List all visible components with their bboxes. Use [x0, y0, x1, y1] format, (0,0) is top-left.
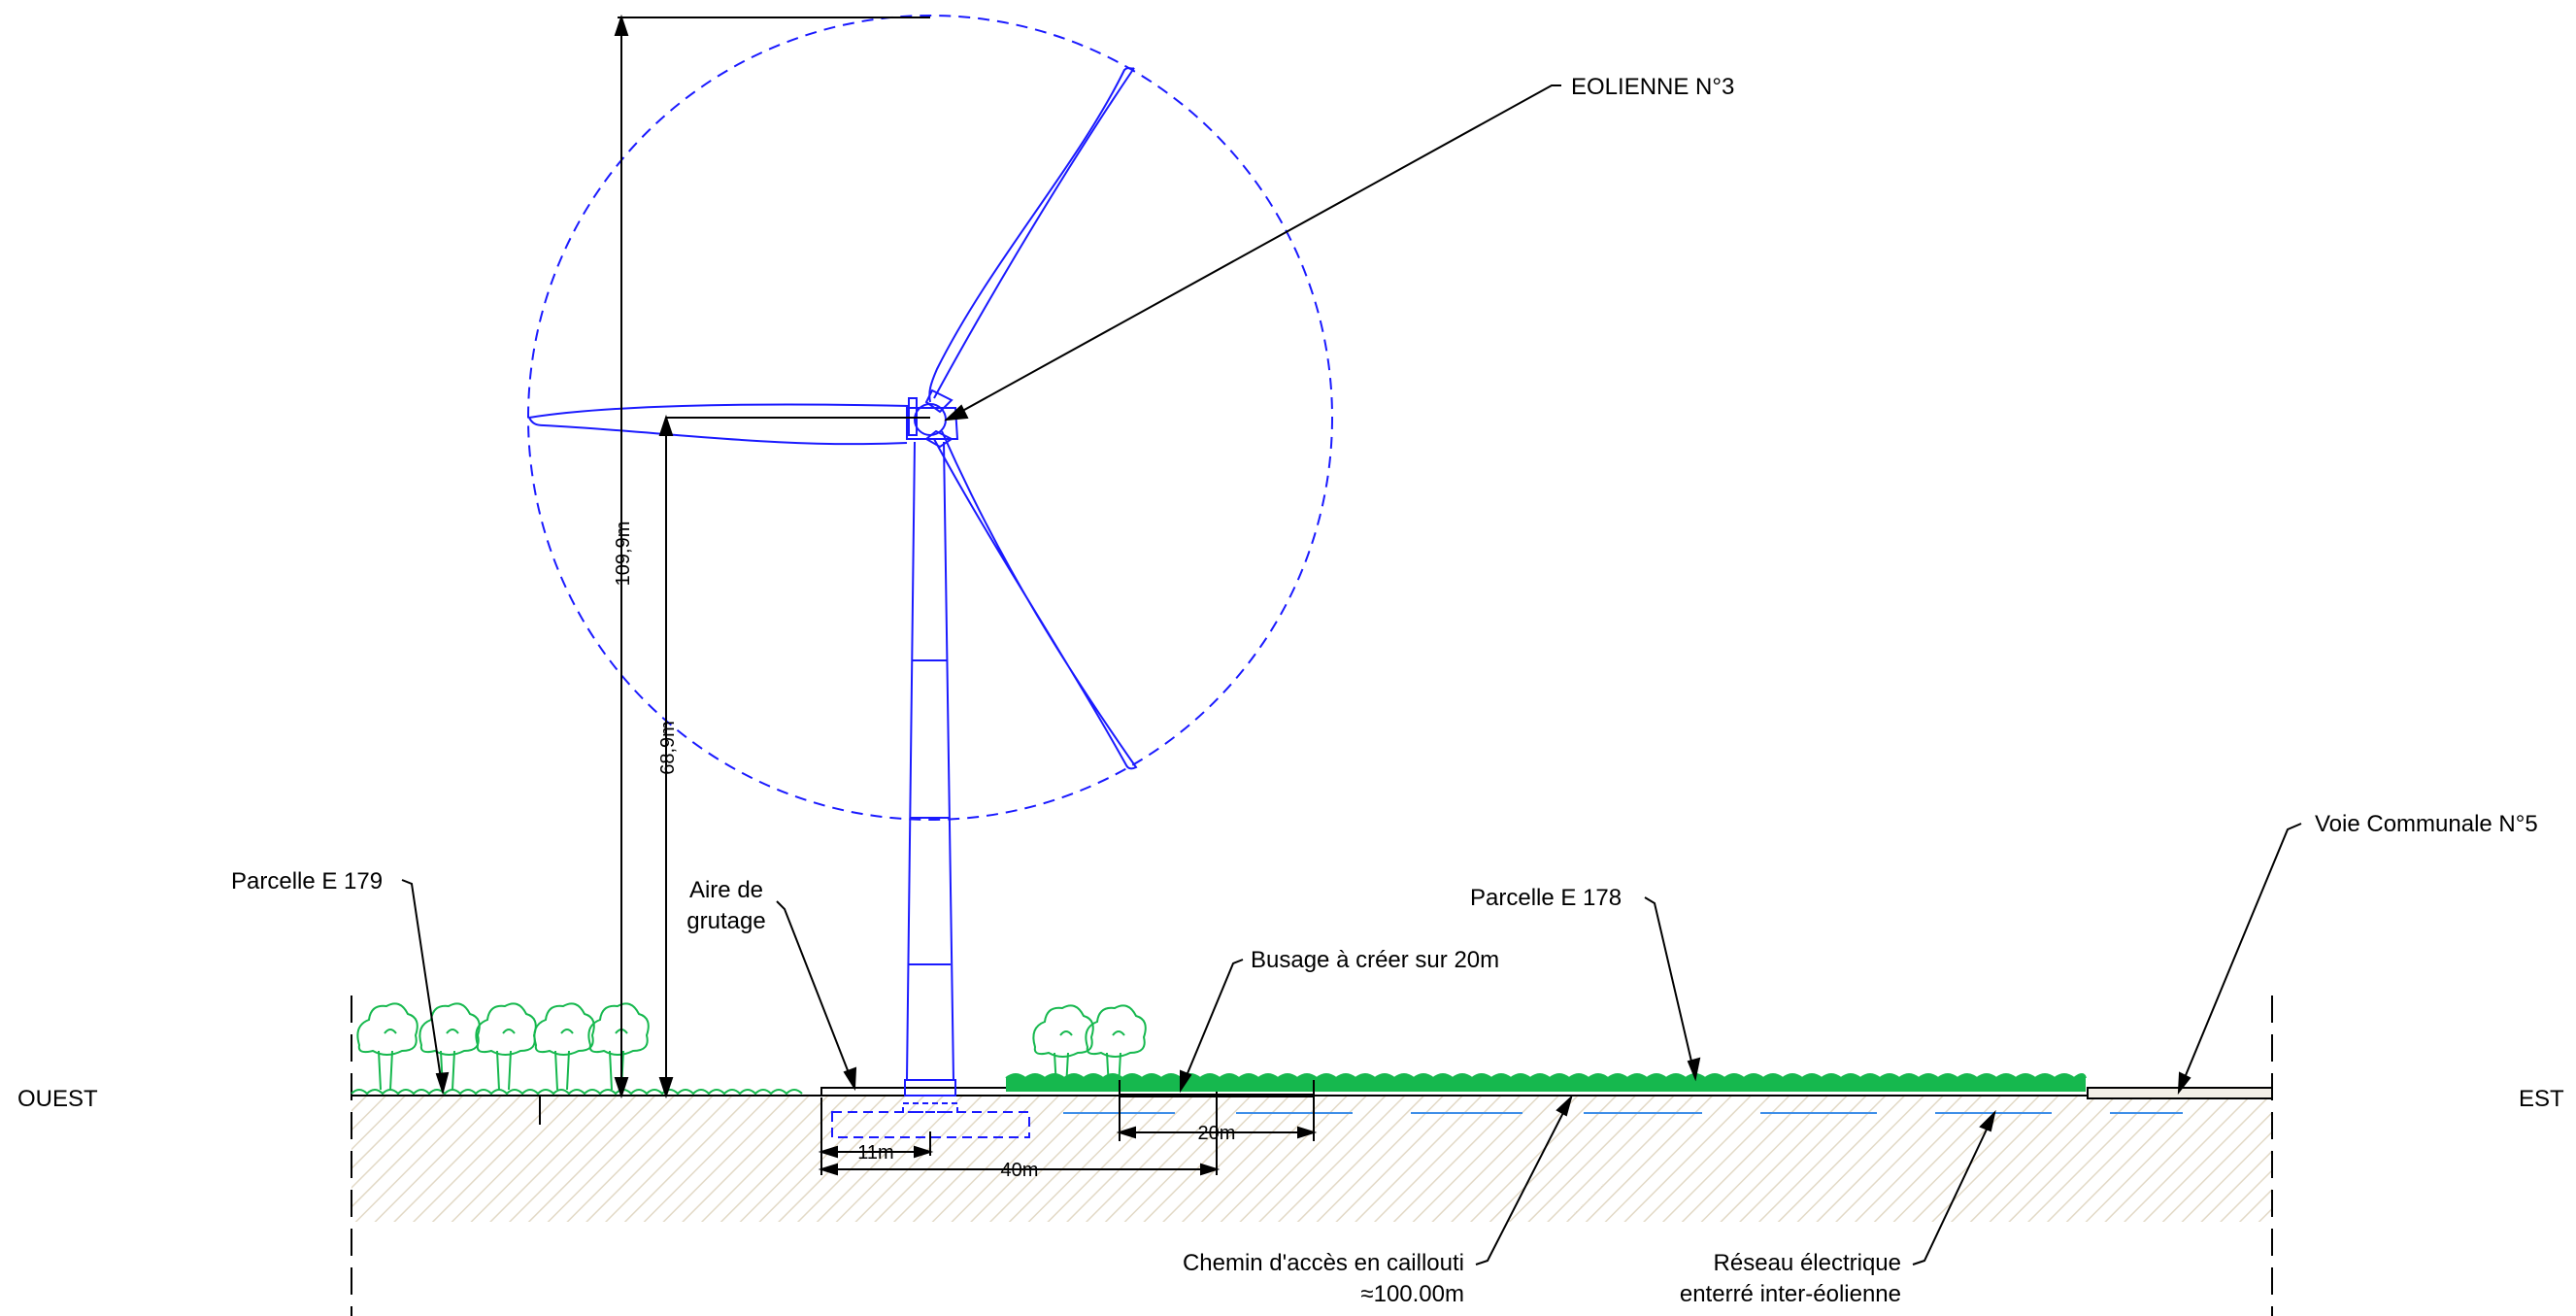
- dimensions: [614, 14, 1318, 1176]
- dimension-total-height: 109,9m: [613, 522, 634, 587]
- grass-strip-east-edge: [1005, 1073, 2087, 1080]
- soil-hatch: [351, 1096, 2272, 1222]
- label-access-path-2: ≈100.00m: [1360, 1281, 1464, 1307]
- grass-strip-west: [351, 1089, 803, 1096]
- dimension-foundation: 11m: [857, 1142, 893, 1164]
- vegetation: [351, 1002, 2087, 1096]
- label-crane-area-2: grutage: [686, 908, 765, 934]
- hedge-west: [356, 1002, 650, 1091]
- label-parcel-178: Parcelle E 178: [1470, 885, 1622, 911]
- tower: [905, 441, 955, 1081]
- label-crane-area-1: Aire de: [689, 877, 763, 903]
- label-grid-1: Réseau électrique: [1714, 1250, 1901, 1276]
- dimension-culvert: 20m: [1198, 1123, 1236, 1144]
- label-culvert: Busage à créer sur 20m: [1251, 947, 1499, 973]
- hub: [908, 397, 918, 436]
- blade-down: [933, 430, 1138, 770]
- label-turbine: EOLIENNE N°3: [1571, 74, 1734, 100]
- dimension-crane-pad: 40m: [1001, 1160, 1039, 1181]
- annotations: EOLIENNE N°3 OUEST EST Parcelle E 179 Ai…: [17, 74, 2564, 1307]
- wind-turbine: [527, 15, 1333, 1138]
- blade-left: [527, 403, 910, 446]
- grass-strip-east: [1006, 1078, 2086, 1092]
- tower-base: [904, 1079, 956, 1097]
- leader-lines: [401, 84, 2302, 1265]
- blade-up: [928, 67, 1135, 403]
- label-parcel-179: Parcelle E 179: [231, 868, 383, 894]
- label-grid-2: enterré inter-éolienne: [1680, 1281, 1901, 1307]
- dimension-hub-height: 68,9m: [657, 721, 679, 775]
- label-road: Voie Communale N°5: [2315, 811, 2538, 837]
- label-access-path-1: Chemin d'accès en caillouti: [1183, 1250, 1464, 1276]
- label-west: OUEST: [17, 1086, 98, 1112]
- label-east: EST: [2519, 1086, 2564, 1112]
- ground: [351, 995, 2273, 1316]
